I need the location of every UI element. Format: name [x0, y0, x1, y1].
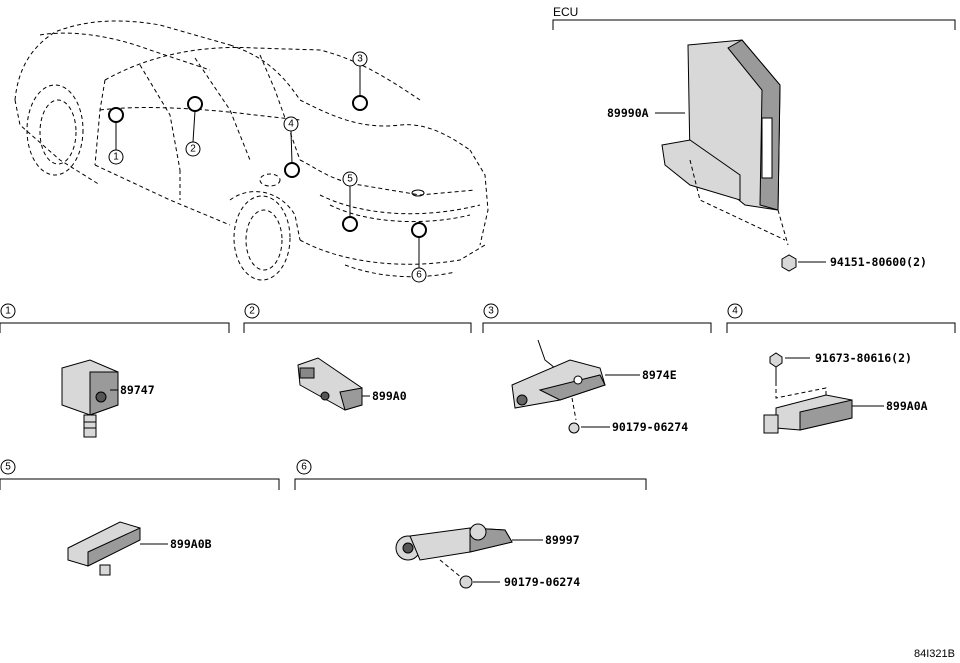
- location-ring-icon: [342, 216, 358, 232]
- drawing-code: 84I321B: [914, 648, 955, 660]
- location-ring-icon: [108, 107, 124, 123]
- section-3-screw-part-number: 90179-06274: [612, 420, 688, 434]
- ecu-screw: 94151-80600(2): [781, 254, 927, 272]
- section-3-bracket: [482, 322, 712, 333]
- location-ring-icon: [352, 95, 368, 111]
- section-5-bracket: [0, 478, 280, 490]
- overview-marker-1: 1: [108, 107, 124, 165]
- section-5-number: 5: [5, 462, 11, 473]
- marker-5-label: 5: [347, 174, 353, 185]
- screw-icon: [568, 422, 580, 434]
- marker-2-label: 2: [190, 144, 196, 155]
- screw-icon: [459, 575, 473, 589]
- section-2-number: 2: [249, 306, 255, 317]
- section-5: 5 899A0B: [0, 459, 280, 576]
- car-overview: 1 2 3 4 5 6: [14, 20, 489, 283]
- location-ring-icon: [187, 96, 203, 112]
- marker-1-label: 1: [113, 152, 119, 163]
- sensor-89747-drawing: [61, 359, 119, 438]
- section-2-part-number: 899A0: [372, 389, 407, 403]
- section-1-bracket: [0, 322, 230, 333]
- section-6-screw-part-number: 90179-06274: [504, 575, 580, 589]
- section-3-screw: 90179-06274: [568, 420, 688, 434]
- bolt-icon: [769, 352, 783, 368]
- section-4-bolt-part-number: 91673-80616(2): [815, 351, 912, 365]
- car-body-outline: [14, 20, 489, 281]
- overview-marker-6: 6: [411, 222, 427, 283]
- section-1-number: 1: [5, 306, 11, 317]
- section-4-number: 4: [732, 306, 738, 317]
- sensor-899a0-drawing: [297, 357, 363, 411]
- section-6-bracket: [294, 478, 647, 490]
- section-4: 4 91673-80616(2) 899A0A: [726, 303, 956, 434]
- section-4-bracket: [726, 322, 956, 333]
- marker-4-label: 4: [288, 119, 294, 130]
- section-6: 6 89997 90179-06274: [294, 459, 647, 589]
- section-4-part-number: 899A0A: [886, 399, 928, 413]
- screw-icon: [781, 254, 797, 272]
- section-6-part-number: 89997: [545, 533, 580, 547]
- marker-3-label: 3: [357, 54, 363, 65]
- ecu-unit-drawing: [661, 39, 789, 246]
- location-ring-icon: [284, 162, 300, 178]
- section-6-screw: 90179-06274: [459, 575, 580, 589]
- section-6-number: 6: [301, 462, 307, 473]
- ecu-label: ECU: [553, 5, 578, 19]
- ecu-section: ECU 89990A 94151-80600(2): [552, 5, 956, 272]
- section-3-number: 3: [488, 306, 494, 317]
- overview-marker-5: 5: [342, 171, 358, 232]
- marker-6-label: 6: [416, 270, 422, 281]
- section-5-part-number: 899A0B: [170, 537, 212, 551]
- ecu-part-number: 89990A: [607, 106, 649, 120]
- sensor-8974e-drawing: [511, 339, 606, 421]
- section-1-part-number: 89747: [120, 383, 155, 397]
- sensor-899a0b-drawing: [67, 521, 141, 576]
- section-3: 3 8974E 90179-06274: [482, 303, 712, 434]
- location-ring-icon: [411, 222, 427, 238]
- sensor-89997-drawing: [395, 523, 513, 579]
- overview-marker-3: 3: [352, 51, 368, 111]
- overview-marker-2: 2: [185, 96, 203, 157]
- sensor-899a0a-drawing: [763, 382, 853, 434]
- section-2-bracket: [243, 322, 472, 333]
- section-3-part-number: 8974E: [642, 368, 677, 382]
- section-1: 1 89747: [0, 303, 230, 438]
- section-2: 2 899A0: [243, 303, 472, 411]
- section-4-bolt: 91673-80616(2): [769, 351, 912, 382]
- ecu-screw-part-number: 94151-80600(2): [830, 255, 927, 269]
- ecu-bracket: [552, 19, 956, 30]
- overview-marker-4: 4: [283, 116, 300, 178]
